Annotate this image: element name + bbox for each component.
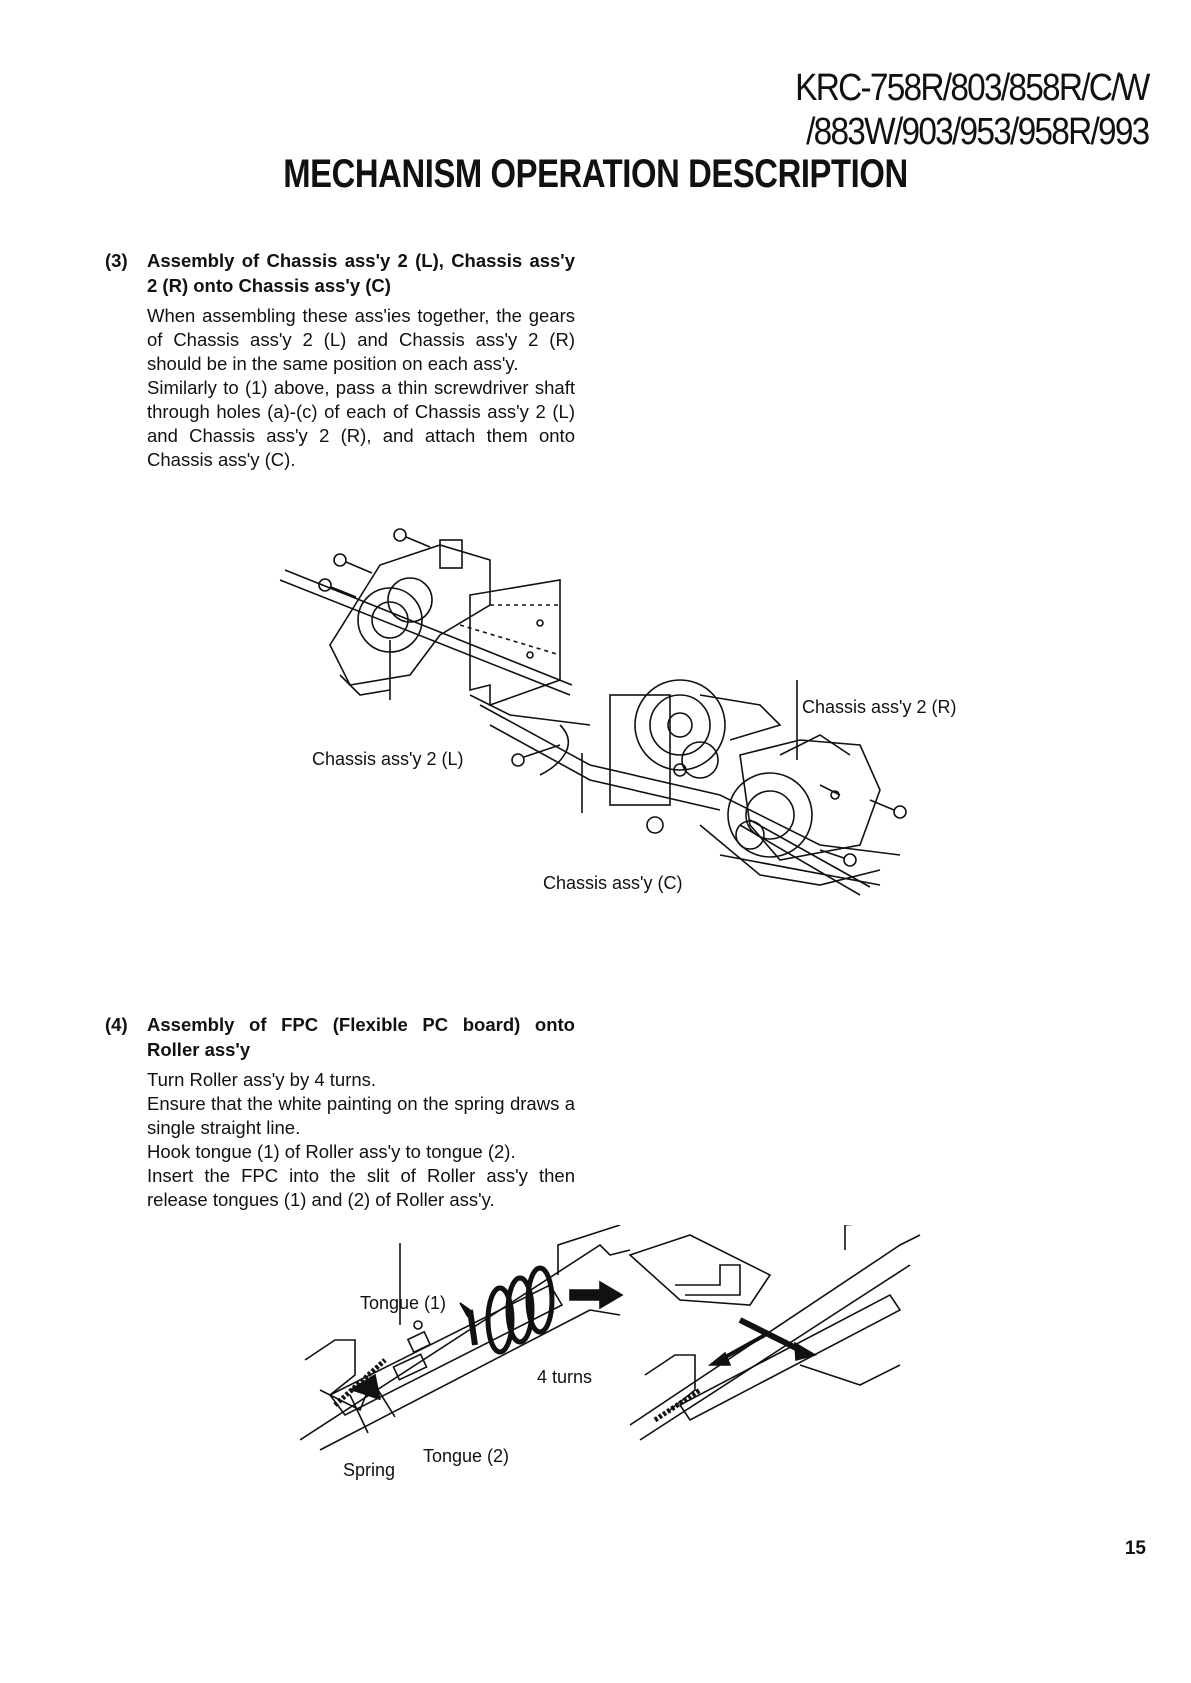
- section-3-heading: (3) Assembly of Chassis ass'y 2 (L), Cha…: [105, 248, 575, 298]
- section-4: (4) Assembly of FPC (Flexible PC board) …: [105, 1012, 575, 1212]
- section-4-line-4: Insert the FPC into the slit of Roller a…: [147, 1165, 575, 1210]
- section-3: (3) Assembly of Chassis ass'y 2 (L), Cha…: [105, 248, 575, 472]
- label-tongue-1: Tongue (1): [360, 1293, 447, 1313]
- page-title: MECHANISM OPERATION DESCRIPTION: [283, 152, 908, 196]
- label-spring: Spring: [343, 1460, 396, 1480]
- section-4-heading: (4) Assembly of FPC (Flexible PC board) …: [105, 1012, 575, 1062]
- section-4-number: (4): [105, 1014, 128, 1035]
- model-line-2: /883W/903/953/958R/993: [806, 111, 1151, 153]
- label-chassis-r: Chassis ass'y 2 (R): [802, 697, 957, 717]
- section-4-line-1: Turn Roller ass'y by 4 turns.: [147, 1069, 377, 1090]
- page-number: 15: [1124, 1538, 1146, 1559]
- section-3-body: When assembling these ass'ies together, …: [147, 304, 575, 472]
- roller-assembly-diagram: [300, 1225, 921, 1451]
- chassis-assembly-diagram: [279, 528, 907, 896]
- section-4-title: Assembly of FPC (Flexible PC board) onto…: [147, 1014, 575, 1060]
- label-tongue-2: Tongue (2): [423, 1446, 510, 1466]
- section-3-paragraph-2: Similarly to (1) above, pass a thin scre…: [147, 377, 575, 470]
- model-line-1: KRC-758R/803/858R/C/W: [795, 67, 1151, 109]
- section-4-body: Turn Roller ass'y by 4 turns. Ensure tha…: [147, 1068, 575, 1212]
- label-chassis-c: Chassis ass'y (C): [543, 873, 683, 893]
- section-3-paragraph-1: When assembling these ass'ies together, …: [147, 305, 575, 374]
- section-3-title: Assembly of Chassis ass'y 2 (L), Chassis…: [147, 250, 575, 296]
- section-3-number: (3): [105, 250, 128, 271]
- model-numbers: KRC-758R/803/858R/C/W /883W/903/953/958R…: [795, 66, 1151, 154]
- section-4-line-3: Hook tongue (1) of Roller ass'y to tongu…: [147, 1141, 516, 1162]
- label-4-turns: 4 turns: [537, 1367, 593, 1387]
- label-chassis-l: Chassis ass'y 2 (L): [312, 749, 464, 769]
- section-4-line-2: Ensure that the white painting on the sp…: [147, 1093, 575, 1138]
